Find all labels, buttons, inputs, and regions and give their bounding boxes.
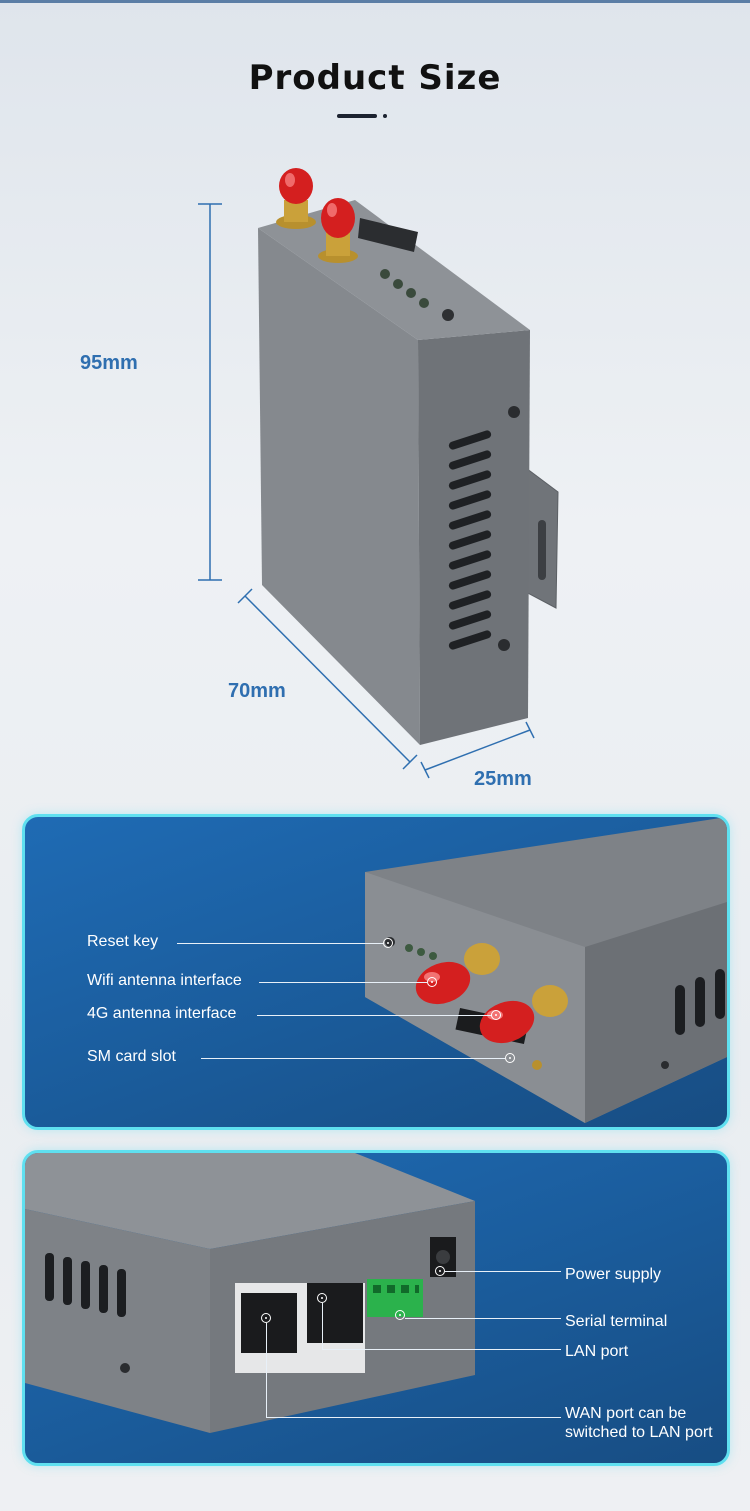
wifi-antenna-marker [427, 977, 437, 987]
height-dimension-label: 95mm [80, 352, 138, 374]
rear-ports-panel: Power supply Serial terminal LAN port WA… [22, 1150, 730, 1466]
lan-port-callout: LAN port [565, 1343, 629, 1360]
wifi-antenna-leader [259, 982, 427, 983]
lan-port-marker [317, 1293, 327, 1303]
4g-antenna-callout: 4G antenna interface [87, 1005, 237, 1022]
title-underline-dot [383, 114, 387, 118]
power-supply-marker [435, 1266, 445, 1276]
router-top-closeup [365, 817, 727, 1123]
serial-terminal-marker [395, 1310, 405, 1320]
width-dimension-label: 25mm [474, 768, 532, 790]
sim-slot-marker [505, 1053, 515, 1063]
wan-port-marker [261, 1313, 271, 1323]
wan-port-leader-vertical [266, 1323, 267, 1417]
reset-key-callout: Reset key [87, 933, 159, 950]
depth-dimension-label: 70mm [228, 680, 286, 702]
title-underline [337, 114, 377, 118]
power-supply-leader [445, 1271, 561, 1272]
serial-terminal-leader [405, 1318, 561, 1319]
wan-port-leader [266, 1417, 561, 1418]
router-illustration [198, 168, 559, 779]
power-supply-callout: Power supply [565, 1266, 662, 1283]
wan-port-callout-line1: WAN port can be [565, 1405, 687, 1422]
sim-slot-callout: SM card slot [87, 1048, 176, 1065]
lan-port-leader-vertical [322, 1303, 323, 1349]
reset-key-leader [177, 943, 383, 944]
wifi-antenna-callout: Wifi antenna interface [87, 972, 242, 989]
reset-key-marker [383, 938, 393, 948]
page-title: Product Size [248, 58, 502, 98]
serial-terminal-callout: Serial terminal [565, 1313, 668, 1330]
top-ports-panel: Reset key Wifi antenna interface 4G ante… [22, 814, 730, 1130]
lan-port-leader [322, 1349, 561, 1350]
4g-antenna-leader [257, 1015, 491, 1016]
wan-port-callout-line2: switched to LAN port [565, 1424, 713, 1441]
4g-antenna-marker [491, 1010, 501, 1020]
router-rear-closeup [25, 1153, 475, 1433]
sim-slot-leader [201, 1058, 505, 1059]
top-accent-line [0, 0, 750, 3]
